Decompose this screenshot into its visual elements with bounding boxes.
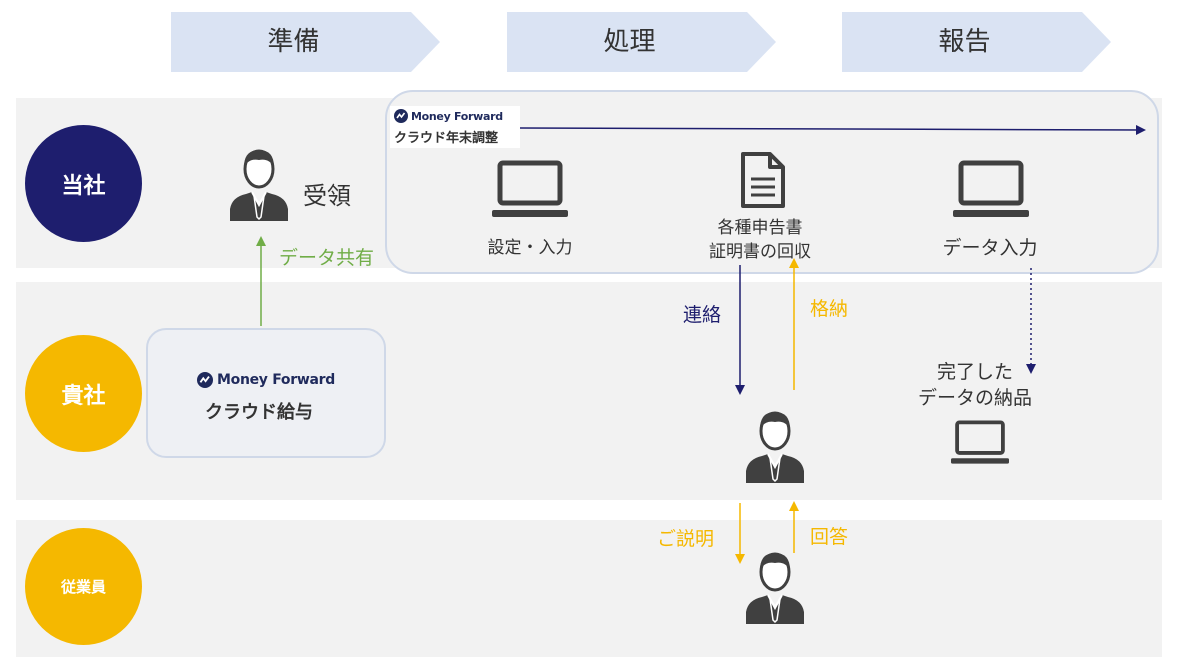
laptop-icon — [953, 160, 1029, 217]
laptop-icon — [951, 420, 1009, 464]
store-label: 格納 — [810, 298, 849, 320]
phase-label: 準備 — [267, 27, 320, 57]
year-end-logo — [390, 106, 520, 148]
money-forward-logo: Money Forward — [197, 372, 335, 388]
phase-label: 報告 — [938, 27, 991, 57]
chevron-shape — [171, 12, 440, 72]
document-icon — [741, 152, 785, 208]
answer-label: 回答 — [810, 526, 849, 548]
year-end-product-name: クラウド年末調整 — [394, 131, 499, 146]
money-forward-mark-icon — [394, 109, 408, 123]
chevron-shape — [507, 12, 776, 72]
company-label: 当社 — [61, 173, 106, 199]
payroll-product-name: クラウド給与 — [205, 402, 313, 423]
explain-label: ご説明 — [657, 528, 715, 550]
money-forward-logo: Money Forward — [394, 109, 503, 123]
employee-circle: 従業員 — [25, 528, 142, 645]
client-label: 貴社 — [61, 383, 106, 409]
delivered-label-line2: データの納品 — [917, 387, 1032, 409]
collect-label-line1: 各種申告書 — [717, 218, 803, 238]
person-icon — [746, 411, 804, 483]
payroll-system-box — [146, 328, 386, 458]
person-icon — [746, 552, 804, 624]
contact-label: 連絡 — [683, 304, 722, 326]
brand-text: Money Forward — [411, 109, 503, 123]
data-input-label: データ入力 — [942, 237, 1038, 259]
chevron-shape — [842, 12, 1111, 72]
setup-input-label: 設定・入力 — [487, 238, 573, 258]
lane-employee — [16, 520, 1162, 657]
person-icon — [230, 149, 288, 221]
receive-label: 受領 — [303, 182, 351, 210]
timeline-arrow — [519, 124, 1146, 135]
laptop-icon — [492, 160, 568, 217]
collect-label-line2: 証明書の回収 — [709, 242, 811, 262]
brand-text: Money Forward — [217, 372, 335, 388]
money-forward-mark-icon — [197, 372, 213, 388]
phase-label: 処理 — [603, 27, 656, 57]
delivered-label-line1: 完了した — [936, 361, 1013, 383]
data-share-label: データ共有 — [279, 247, 375, 269]
company-circle: 当社 — [25, 125, 142, 242]
employee-label: 従業員 — [60, 578, 106, 596]
client-circle: 貴社 — [25, 335, 142, 452]
